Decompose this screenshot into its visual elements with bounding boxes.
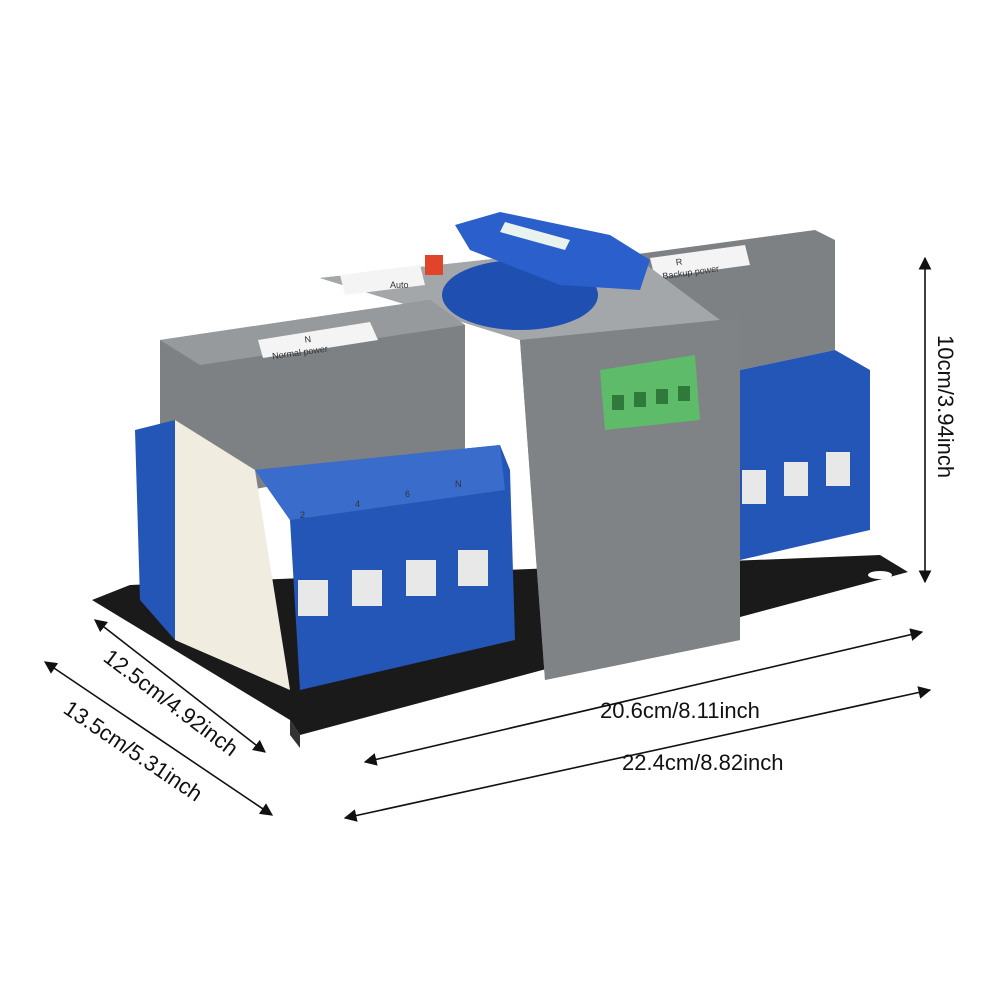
svg-text:4: 4 bbox=[355, 499, 360, 509]
terminal-numbers: 2 4 6 N bbox=[300, 479, 462, 520]
left-module: N Normal power 2 4 6 N bbox=[135, 300, 515, 690]
inner-width-label: 20.6cm/8.11inch bbox=[600, 698, 760, 723]
dimension-lines bbox=[43, 256, 932, 822]
mode-label: Auto bbox=[390, 280, 409, 290]
rotary-handle bbox=[442, 212, 650, 330]
svg-text:N: N bbox=[455, 479, 462, 489]
svg-text:6: 6 bbox=[405, 489, 410, 499]
outer-width-label: 22.4cm/8.82inch bbox=[622, 750, 783, 775]
right-label-letter: R bbox=[675, 256, 683, 267]
mode-switch bbox=[425, 255, 443, 275]
left-label-letter: N bbox=[304, 334, 312, 345]
svg-text:2: 2 bbox=[300, 510, 305, 520]
height-label: 10cm/3.94inch bbox=[933, 335, 958, 478]
green-connector bbox=[600, 355, 700, 430]
center-module: Auto bbox=[320, 212, 740, 680]
